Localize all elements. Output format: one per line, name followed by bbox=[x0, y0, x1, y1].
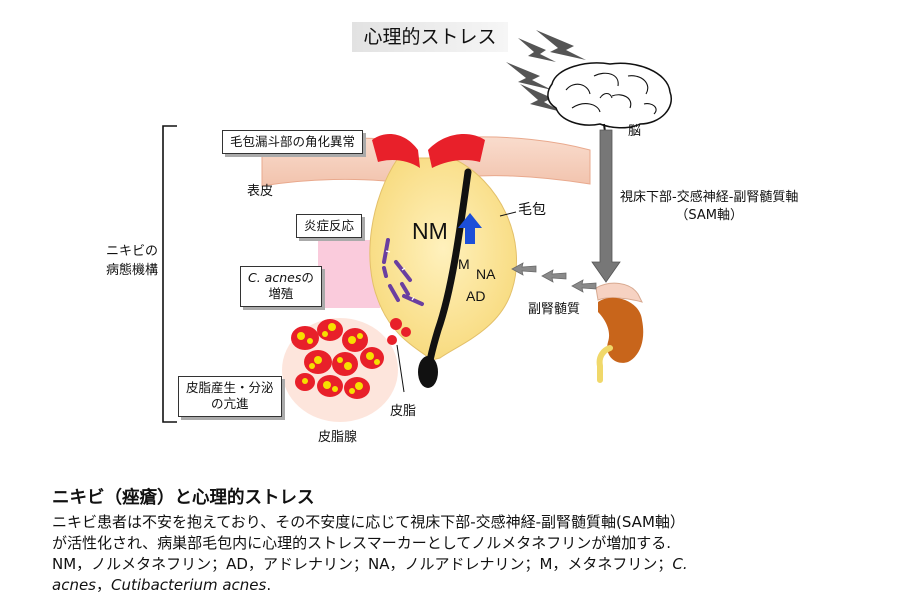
hair-follicle bbox=[369, 157, 517, 361]
brain-label: 脳 bbox=[628, 124, 642, 139]
sebum-production-box: 皮脂産生・分泌 の亢進 bbox=[178, 376, 282, 417]
keratinization-box: 毛包漏斗部の角化異常 bbox=[222, 130, 364, 155]
caption-c-initial: C. bbox=[672, 555, 688, 573]
c-acnes-name: C. acnes bbox=[248, 270, 302, 285]
hair-bulb bbox=[418, 356, 438, 388]
hormone-m: M bbox=[458, 256, 470, 272]
caption-line-1: ニキビ患者は不安を抱えており、その不安度に応じて視床下部‐交感神経‐副腎髄質軸(… bbox=[52, 513, 685, 531]
c-acnes-box: C. acnesの 増殖 bbox=[240, 266, 322, 307]
bacteria-divider-lines bbox=[385, 250, 415, 301]
caption-line-2: が活性化され、病巣部毛包内に心理的ストレスマーカーとしてノルメタネフリンが増加す… bbox=[52, 534, 672, 552]
epidermis-label: 表皮 bbox=[247, 184, 274, 199]
sebaceous-gland-label: 皮脂腺 bbox=[318, 430, 358, 445]
c-acnes-bacteria bbox=[382, 238, 424, 306]
c-acnes-particle: の bbox=[301, 270, 314, 285]
hormone-flow-arrows bbox=[511, 262, 597, 293]
keratinization-plug bbox=[372, 134, 485, 168]
nm-increase-arrow bbox=[458, 213, 482, 244]
sebum-pointer bbox=[396, 344, 405, 393]
sam-axis-label-line1: 視床下部‐交感神経‐副腎髄質軸 bbox=[620, 190, 799, 205]
caption-abbreviations: NM，ノルメタネフリン；AD，アドレナリン；NA，ノルアドレナリン；M，メタネフ… bbox=[52, 555, 673, 573]
stress-title: 心理的ストレス bbox=[352, 22, 508, 52]
pathogenesis-label-line2: 病態機構 bbox=[106, 262, 159, 278]
adrenal-kidney-icon bbox=[595, 282, 644, 383]
sam-axis-arrow bbox=[591, 129, 621, 283]
sam-axis-label-line2: （SAM軸） bbox=[675, 208, 743, 224]
stress-lightning-icons bbox=[506, 30, 586, 112]
sam-axis-label: 視床下部‐交感神経‐副腎髄質軸 （SAM軸） bbox=[620, 190, 798, 225]
caption-cutibacterium: Cutibacterium acnes bbox=[111, 576, 267, 594]
sebum-droplets bbox=[387, 318, 411, 345]
sebum-production-line2: の亢進 bbox=[211, 396, 249, 412]
caption-acnes: acnes bbox=[52, 576, 96, 594]
caption-title: ニキビ（痤瘡）と心理的ストレス bbox=[52, 488, 315, 508]
caption-line-4: acnes，Cutibacterium acnes. bbox=[52, 575, 892, 596]
hormone-nm: NM bbox=[412, 218, 448, 244]
pathogenesis-bracket bbox=[162, 125, 177, 423]
figure-caption: ニキビ（痤瘡）と心理的ストレス ニキビ患者は不安を抱えており、その不安度に応じて… bbox=[52, 484, 892, 596]
adrenal-medulla-label: 副腎髄質 bbox=[528, 302, 581, 317]
hormone-ad: AD bbox=[466, 288, 486, 304]
pathogenesis-label: ニキビの 病態機構 bbox=[106, 243, 158, 281]
hormone-na: NA bbox=[476, 266, 496, 282]
inflammation-box: 炎症反応 bbox=[296, 214, 363, 239]
follicle-pointer bbox=[499, 211, 517, 217]
pathogenesis-label-line1: ニキビの bbox=[106, 244, 159, 259]
follicle-label: 毛包 bbox=[518, 202, 546, 218]
caption-separator: ， bbox=[96, 576, 112, 594]
sebocyte-cells bbox=[291, 319, 384, 399]
caption-line-3: NM，ノルメタネフリン；AD，アドレナリン；NA，ノルアドレナリン；M，メタネフ… bbox=[52, 554, 892, 575]
sebum-label: 皮脂 bbox=[390, 404, 417, 419]
sebum-production-line1: 皮脂産生・分泌 bbox=[186, 380, 274, 395]
brain-icon bbox=[547, 62, 672, 141]
caption-period: . bbox=[266, 576, 272, 594]
c-acnes-box-line2: 増殖 bbox=[268, 286, 294, 302]
